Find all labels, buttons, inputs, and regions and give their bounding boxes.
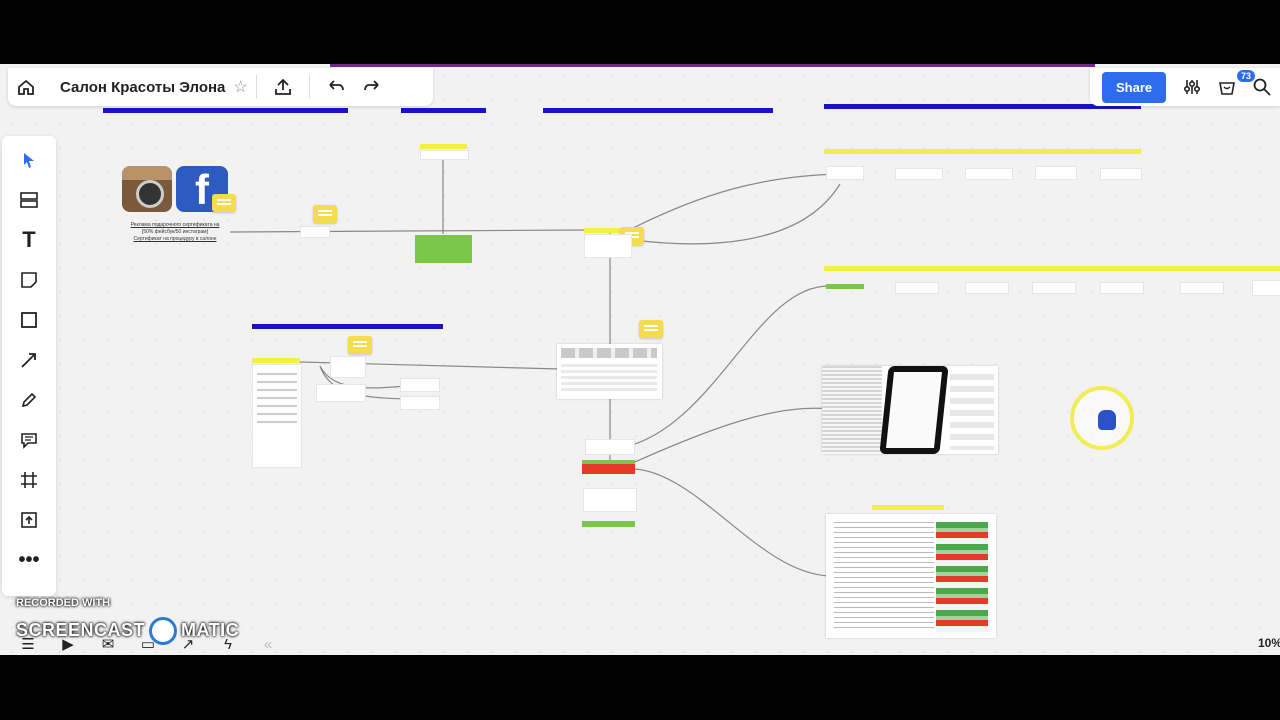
arrow-line-icon[interactable] [2,342,56,378]
watermark-recorded: RECORDED WITH [16,597,111,609]
sticky-note-icon[interactable] [2,262,56,298]
share-button[interactable]: Share [1102,71,1167,103]
watermark-brand: SCREENCAST MATIC [16,617,239,645]
text-card[interactable] [965,168,1013,180]
text-card[interactable] [316,384,366,402]
board-title[interactable]: Салон Красоты Элона [60,78,226,96]
board-canvas[interactable]: f Реклама подарочного сертификата на [50… [0,64,1280,655]
yellow-label [824,266,1280,271]
text-card[interactable] [400,378,440,392]
more-icon[interactable]: ••• [18,548,40,571]
board-actions: Share 73 [1090,68,1280,106]
zoom-level[interactable]: 10% [1258,636,1280,650]
yellow-label [252,358,300,363]
watermark-brand-part2: MATIC [181,619,240,640]
green-tag [582,460,635,464]
section-bar [401,108,486,113]
sliders-icon[interactable] [1174,69,1209,105]
text-card[interactable] [1032,282,1076,294]
table-screenshot[interactable] [826,514,996,638]
green-card[interactable] [415,235,472,263]
letterbox-top [0,0,1280,64]
text-card[interactable] [965,282,1009,294]
templates-icon[interactable] [2,182,56,218]
hand-cursor-icon [1096,408,1118,432]
text-card[interactable] [826,166,864,180]
chat-icon[interactable]: ✉ [101,636,115,653]
yellow-label [584,228,630,233]
text-card[interactable] [1100,168,1142,180]
board-header: Салон Красоты Элона ☆ [8,68,433,106]
star-icon[interactable]: ☆ [233,79,248,96]
progress-strip [330,64,1095,67]
divider [308,75,310,99]
notification-badge: 73 [1237,70,1256,82]
text-tool-icon[interactable]: T [22,227,36,252]
upload-icon[interactable] [265,69,301,105]
top-bar: Салон Красоты Элона ☆ Share 73 [0,64,1280,108]
yellow-label [872,505,944,510]
text-card[interactable] [895,168,943,180]
collapse-icon[interactable]: « [263,635,273,653]
letterbox-bottom [0,655,1280,720]
green-tag [582,521,635,527]
reactions-icon[interactable] [1209,69,1244,105]
upload-file-icon[interactable] [2,502,56,538]
watermark-brand-part1: SCREENCAST [16,619,146,640]
text-card[interactable] [420,150,469,160]
text-card[interactable] [585,439,635,455]
text-card[interactable] [895,282,939,294]
list-card[interactable] [252,364,302,468]
frames-list-icon[interactable]: ☰ [21,636,35,653]
text-card[interactable] [1180,282,1224,294]
frame-icon[interactable] [2,462,56,498]
comment-icon[interactable] [2,422,56,458]
text-card[interactable] [1100,282,1144,294]
screenshot-card[interactable] [557,344,662,399]
text-card[interactable] [1035,166,1077,180]
shape-icon[interactable] [2,302,56,338]
search-icon[interactable] [1245,69,1280,105]
ad-caption: Реклама подарочного сертификата на [50% … [130,222,220,242]
screencast-logo-icon [149,617,178,645]
undo-icon[interactable] [318,69,354,105]
pen-icon[interactable] [2,382,56,418]
redo-icon[interactable] [354,69,390,105]
section-bar [252,324,443,329]
text-card[interactable] [400,396,440,410]
text-card[interactable] [300,226,330,238]
tools-panel: T ••• [2,136,56,596]
comment-note[interactable] [313,205,337,223]
phone-screenshot[interactable] [822,366,998,454]
section-bar [543,108,773,113]
share-screen-icon[interactable]: ↗ [181,636,195,653]
select-cursor-icon[interactable] [2,142,56,178]
video-call-icon[interactable]: ▭ [140,636,156,653]
red-tag [582,464,635,474]
present-icon[interactable]: ▶ [62,636,74,653]
section-bar [103,108,348,113]
home-icon[interactable] [8,69,44,105]
green-tag [826,284,864,289]
text-card[interactable] [330,356,366,378]
section-bar [824,104,1141,109]
comment-note[interactable] [348,336,372,354]
text-card[interactable] [583,488,637,512]
instagram-logo [122,166,172,212]
lightning-icon[interactable]: ϟ [224,635,232,653]
comment-note[interactable] [639,320,663,338]
yellow-label [420,144,467,149]
bottom-toolbar: ☰ ▶ ✉ ▭ ↗ ϟ « [8,630,296,655]
comment-note[interactable] [212,194,236,212]
yellow-label [824,149,1141,154]
text-card[interactable] [584,234,632,258]
divider [255,75,257,99]
whiteboard-stage[interactable]: f Реклама подарочного сертификата на [50… [0,64,1280,655]
text-card[interactable] [1252,280,1280,296]
